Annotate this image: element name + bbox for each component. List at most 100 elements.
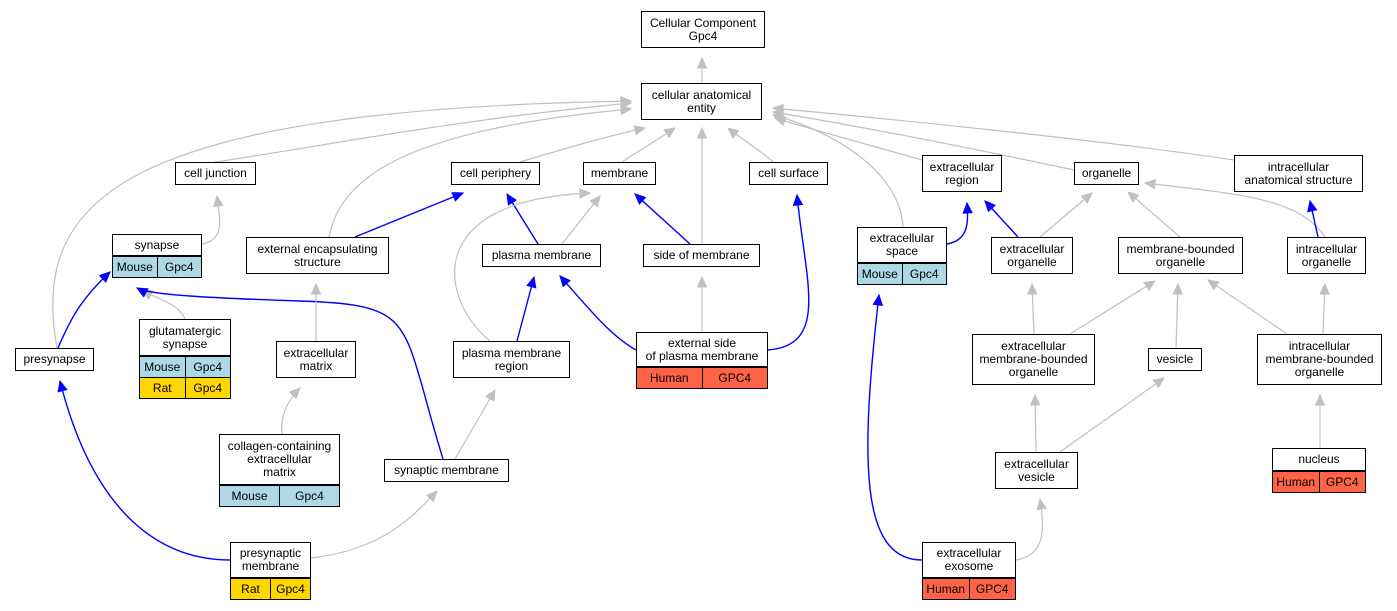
arrowhead-extracellular-vesicle: [1036, 497, 1047, 511]
node-cell-periphery[interactable]: cell periphery: [451, 162, 540, 185]
node-label: nucleus: [1273, 449, 1365, 471]
arrowhead-organelle: [1080, 192, 1093, 204]
node-label: extracellular vesicle: [1004, 456, 1069, 484]
node-label: cell junction: [184, 166, 247, 180]
gene-label: Gpc4: [156, 257, 202, 277]
arrowhead-synaptic-membrane: [425, 490, 438, 503]
node-label: extracellular organelle: [999, 241, 1065, 269]
arrowhead-synapse: [135, 287, 149, 298]
node-intracellular-membrane-bounded-organelle[interactable]: intracellular membrane-bounded organelle: [1257, 334, 1382, 385]
node-vesicle[interactable]: vesicle: [1148, 348, 1202, 371]
edge-vesicle-to-membrane-bounded-organelle: [1175, 283, 1179, 349]
gene-label: Gpc4: [184, 357, 231, 377]
arrowhead-extracellular-matrix: [288, 387, 301, 400]
node-membrane-bounded-organelle[interactable]: membrane-bounded organelle: [1118, 237, 1243, 274]
edge-extracellular-organelle-to-organelle: [1039, 192, 1093, 238]
node-label: plasma membrane: [491, 248, 592, 262]
node-extracellular-membrane-bounded-organelle[interactable]: extracellular membrane-bounded organelle: [972, 334, 1095, 385]
gene-label: Gpc4: [279, 486, 339, 506]
node-plasma-membrane-region[interactable]: plasma membrane region: [453, 341, 570, 378]
arrowhead-extracellular-organelle: [1027, 282, 1038, 295]
edge-organelle-to-cae: [772, 111, 1075, 171]
edge-extracellular-exosome-to-extracellular-space: [867, 294, 923, 561]
gene-label: GPC4: [701, 368, 768, 388]
node-synaptic-membrane[interactable]: synaptic membrane: [384, 459, 509, 482]
node-organelle[interactable]: organelle: [1074, 162, 1139, 185]
edge-cell-junction-to-cae: [214, 102, 632, 163]
node-cellular-anatomical-entity[interactable]: cellular anatomical entity: [641, 83, 762, 120]
node-side-of-membrane[interactable]: side of membrane: [643, 244, 760, 267]
arrowhead-membrane: [634, 193, 647, 206]
node-extracellular-region[interactable]: extracellular region: [922, 155, 1002, 192]
node-label: extracellular region: [929, 159, 995, 187]
arrowhead-cae: [771, 112, 785, 123]
node-extracellular-matrix[interactable]: extracellular matrix: [276, 341, 356, 378]
edge-presynaptic-membrane-to-presynapse: [59, 380, 231, 561]
arrowhead-membrane: [589, 195, 601, 208]
arrowhead-extracellular-space: [872, 293, 884, 306]
node-intracellular-anatomical-structure[interactable]: intracellular anatomical structure: [1234, 155, 1363, 192]
node-plasma-membrane[interactable]: plasma membrane: [482, 244, 601, 267]
node-cell-surface[interactable]: cell surface: [749, 162, 828, 185]
edge-membrane-bounded-organelle-to-organelle: [1127, 191, 1181, 238]
edge-presynaptic-membrane-to-synaptic-membrane: [310, 490, 438, 559]
node-intracellular-organelle[interactable]: intracellular organelle: [1287, 237, 1366, 274]
species-label: Human: [649, 371, 689, 385]
node-label: extracellular matrix: [283, 345, 349, 373]
arrowhead-intracellular-organelle: [1319, 282, 1330, 295]
node-label: external encapsulating structure: [257, 241, 378, 269]
node-label: extracellular exosome: [923, 543, 1015, 578]
arrowhead-presynapse: [57, 379, 68, 393]
node-label: Cellular Component Gpc4: [649, 15, 757, 43]
edge-extracellular-space-to-cae: [772, 114, 904, 228]
arrowhead-cae: [620, 95, 633, 107]
edge-plasma-membrane-region-to-plasma-membrane: [516, 276, 535, 342]
node-label: presynapse: [23, 352, 86, 366]
arrowhead-cae: [696, 126, 708, 139]
node-label: membrane: [590, 166, 649, 180]
arrowhead-cae: [620, 104, 633, 116]
arrowhead-membrane-bounded-organelle: [1207, 279, 1220, 291]
node-label: extracellular space: [858, 228, 946, 263]
species-label: Human: [1276, 475, 1316, 489]
node-label: cellular anatomical entity: [651, 87, 752, 115]
arrowhead-side-of-membrane: [696, 275, 708, 288]
node-cell-junction[interactable]: cell junction: [175, 162, 256, 185]
gene-label: GPC4: [1318, 472, 1366, 492]
arrowhead-membrane: [579, 188, 592, 199]
arrowhead-intra-mb-organelle: [1314, 393, 1326, 406]
arrowhead-root: [696, 56, 708, 69]
node-extracellular-vesicle[interactable]: extracellular vesicle: [995, 452, 1078, 489]
edge-intracellular-ase-to-cae: [772, 107, 1235, 161]
node-cellular-component[interactable]: Cellular Component Gpc4: [641, 11, 765, 48]
node-label: intracellular anatomical structure: [1244, 159, 1353, 187]
arrowhead-cae: [633, 125, 647, 136]
node-presynapse[interactable]: presynapse: [15, 348, 94, 371]
gene-label: Gpc4: [270, 579, 310, 599]
annotation-row-human: Human GPC4: [637, 367, 767, 388]
species-label: Rat: [152, 381, 172, 395]
arrowhead-membrane-bounded-organelle: [1143, 280, 1157, 292]
gene-label: GPC4: [968, 579, 1016, 599]
node-extracellular-organelle[interactable]: extracellular organelle: [991, 237, 1073, 274]
arrowhead-plasma-membrane-region: [485, 388, 496, 402]
edge-presynapse-to-cae: [52, 100, 632, 349]
node-external-encapsulating-structure[interactable]: external encapsulating structure: [246, 237, 389, 274]
edge-synaptic-membrane-to-synapse: [136, 287, 444, 460]
arrowhead-intracellular-ase: [1307, 199, 1318, 213]
node-label: plasma membrane region: [461, 345, 562, 373]
node-membrane[interactable]: membrane: [583, 162, 656, 185]
node-collagen-containing-extracellular-matrix[interactable]: collagen-containing extracellular matrix…: [219, 434, 340, 507]
